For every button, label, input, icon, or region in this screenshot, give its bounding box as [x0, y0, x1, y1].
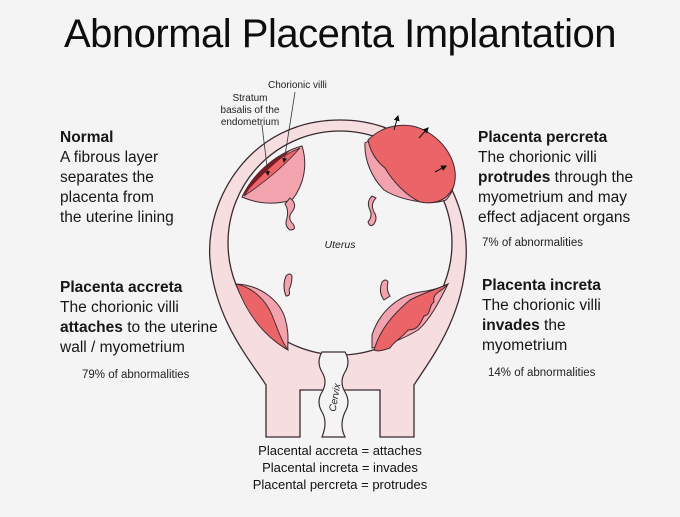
placenta-increta — [371, 279, 450, 352]
cervix-label: Cervix — [328, 382, 344, 413]
summary-list: Placental accreta = attaches Placental i… — [0, 442, 680, 493]
normal-heading: Normal — [60, 129, 114, 146]
summary-increta: Placental increta = invades — [262, 460, 418, 475]
summary-accreta: Placental accreta = attaches — [258, 443, 422, 458]
uterus-label: Uterus — [325, 239, 357, 251]
placenta-accreta — [235, 273, 293, 351]
summary-percreta: Placental percreta = protrudes — [252, 477, 428, 492]
chorionic-villi-label: Chorionic villi — [268, 80, 327, 91]
percreta-description: Placenta percreta The chorionic villi pr… — [478, 129, 634, 226]
placenta-normal — [241, 91, 306, 231]
accreta-description: Placenta accreta The chorionic villi att… — [60, 279, 218, 356]
increta-description: Placenta increta The chorionic villi inv… — [482, 277, 601, 354]
percreta-heading: Placenta percreta — [478, 129, 608, 146]
cervical-canal — [318, 351, 349, 438]
stratum-basalis-label: Stratum basalis of the endometrium — [220, 93, 280, 128]
increta-percent: 14% of abnormalities — [488, 367, 596, 379]
increta-heading: Placenta increta — [482, 277, 601, 294]
accreta-heading: Placenta accreta — [60, 279, 183, 296]
normal-description: Normal A fibrous layer separates the pla… — [60, 129, 174, 226]
placenta-percreta — [364, 114, 456, 227]
accreta-percent: 79% of abnormalities — [82, 369, 190, 381]
percreta-percent: 7% of abnormalities — [482, 237, 583, 249]
page-title: Abnormal Placenta Implantation — [64, 12, 617, 56]
